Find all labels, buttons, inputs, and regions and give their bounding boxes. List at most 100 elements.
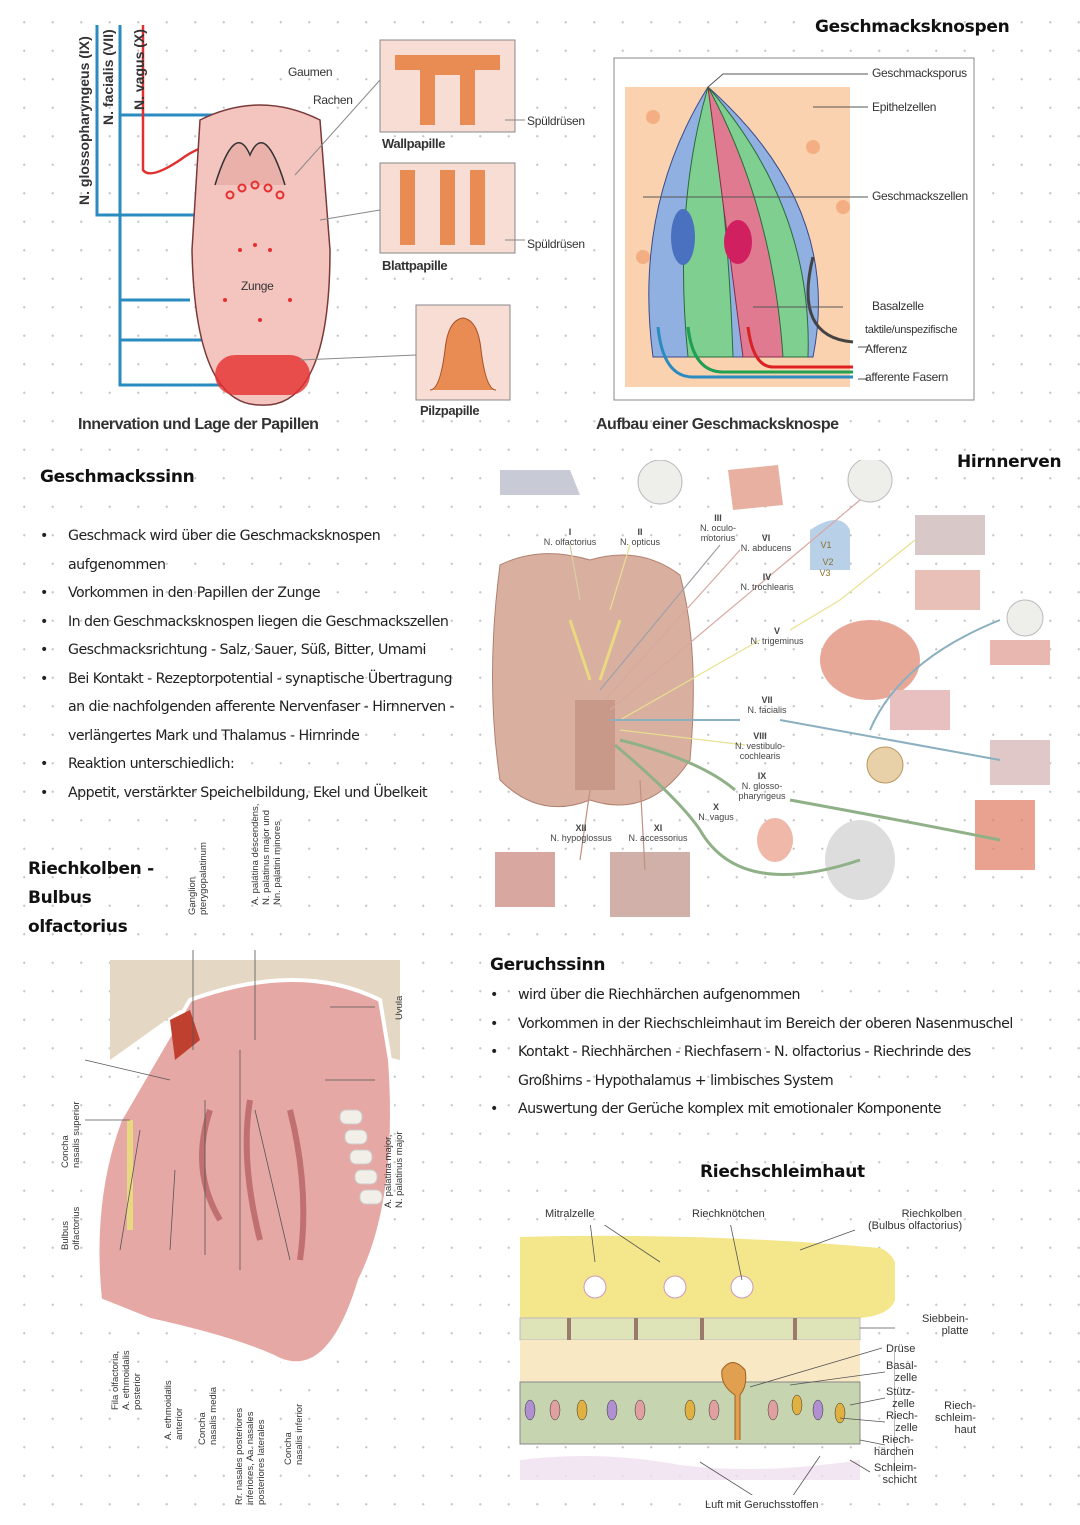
nerve-number: IX xyxy=(757,771,767,781)
nerve-number: II xyxy=(637,527,643,537)
label-mitralzelle: Mitralzelle xyxy=(545,1208,595,1220)
nerve-label-facialis: N. facialis (VII) xyxy=(100,29,116,125)
nerve-name: N. trochlearis xyxy=(740,582,794,592)
taste-bullet-list: Geschmack wird über die Geschmacksknospe… xyxy=(40,522,465,807)
nerve-name: N. olfactorius xyxy=(543,537,597,547)
title-riechschleimhaut: Riechschleimhaut xyxy=(700,1162,865,1182)
label-concha-superior: Concha nasalis superior xyxy=(60,1101,82,1168)
list-item: wird über die Riechhärchen aufgenommen xyxy=(490,981,1020,1010)
nerve-name: N. abducens xyxy=(740,543,792,553)
heading-line: olfactorius xyxy=(28,917,128,937)
nerve-name: N. facialis xyxy=(747,705,787,715)
nerve-name: N. oculo- motorius xyxy=(699,523,737,543)
taste-bud-illustration xyxy=(613,57,975,401)
label-basalzelle: Basal- zelle xyxy=(886,1360,918,1384)
label-gaumen: Gaumen xyxy=(288,65,333,79)
nerve-number: III xyxy=(714,513,722,523)
list-item: Reaktion unterschiedlich: xyxy=(40,750,465,779)
list-item: Kontakt - Riechhärchen - Riechfasern - N… xyxy=(490,1038,1020,1095)
heading-line: Riechkolben - xyxy=(28,859,154,879)
nerve-label-vagus: N. vagus (X) xyxy=(131,29,147,110)
nerve-number: XI xyxy=(653,823,663,833)
list-item: Geschmacksrichtung - Salz, Sauer, Süß, B… xyxy=(40,636,465,665)
heading-geschmackssinn: Geschmackssinn xyxy=(40,467,195,487)
label-stuetzzelle: Stütz- zelle xyxy=(886,1386,915,1410)
nerve-name: N. hypoglossus xyxy=(550,833,612,843)
label-riechknoetchen: Riechknötchen xyxy=(692,1208,765,1220)
label-luft: Luft mit Geruchsstoffen xyxy=(705,1499,819,1511)
nasal-cavity-illustration xyxy=(85,950,400,1366)
caption-innervation: Innervation und Lage der Papillen xyxy=(78,416,319,433)
caption-geschmacksknospe: Aufbau einer Geschmacksknospe xyxy=(596,416,839,433)
label-concha-inferior: Concha nasalis inferior xyxy=(283,1403,305,1465)
label-zunge: Zunge xyxy=(241,279,274,293)
label-afferente-fasern: afferente Fasern xyxy=(865,370,949,384)
nerve-number: V xyxy=(773,626,781,636)
nerve-number: IV xyxy=(762,572,772,582)
heading-line: Bulbus xyxy=(28,888,92,908)
label-riechhaerchen: Riech- härchen xyxy=(874,1434,914,1458)
label-basalzelle: Basalzelle xyxy=(872,299,924,313)
label-spueldruesen-1: Spüldrüsen xyxy=(527,114,585,128)
nerve-number: XII xyxy=(575,823,587,833)
label-riechkolben: Riechkolben (Bulbus olfactorius) xyxy=(868,1208,963,1232)
list-item: Geschmack wird über die Geschmacksknospe… xyxy=(40,522,465,579)
label-ganglion: Ganglion pterygopalatinum xyxy=(187,842,209,915)
label-druese: Drüse xyxy=(886,1343,916,1355)
label-ethmoidalis-anterior: A. ethmoidalis anterior xyxy=(163,1380,185,1440)
list-item: Auswertung der Gerüche komplex mit emoti… xyxy=(490,1095,1020,1124)
label-siebbeinplatte: Siebbein- platte xyxy=(922,1313,969,1337)
title-hirnnerven: Hirnnerven xyxy=(957,452,1062,472)
list-item: Bei Kontakt - Rezeptorpotential - synapt… xyxy=(40,665,465,751)
list-item: Appetit, verstärkter Speichelbildung, Ek… xyxy=(40,779,465,808)
smell-bullet-list: wird über die Riechhärchen aufgenommen V… xyxy=(490,981,1020,1124)
label-v3: V3 xyxy=(819,568,831,578)
nerve-name: N. glosso- pharyngeus xyxy=(738,781,786,801)
nerve-name: N. opticus xyxy=(619,537,661,547)
nerve-number: X xyxy=(712,802,719,812)
nerve-number: VIII xyxy=(753,731,767,741)
nerve-number: I xyxy=(568,527,572,537)
label-taktile: taktile/unspezifische xyxy=(865,324,958,336)
list-item: In den Geschmacksknospen liegen die Gesc… xyxy=(40,608,465,637)
nerve-name: N. vestibulo- cochlearis xyxy=(734,741,786,761)
label-palatina-major: A. palatina major, N. palatinus major xyxy=(383,1131,405,1208)
title-geschmacksknospen: Geschmacksknospen xyxy=(815,17,1010,37)
label-pilzpapille: Pilzpapille xyxy=(420,403,480,418)
label-palatina-descendens: A. palatina descendens, N. palatinus maj… xyxy=(250,803,283,905)
label-bulbus: Bulbus olfactorius xyxy=(60,1206,82,1250)
label-v2: V2 xyxy=(822,557,834,567)
list-item: Vorkommen in den Papillen der Zunge xyxy=(40,579,465,608)
label-afferenz: Afferenz xyxy=(865,342,908,356)
tongue-illustration xyxy=(95,25,525,406)
heading-riechkolben: Riechkolben - Bulbus olfactorius xyxy=(28,855,154,942)
label-riechzelle: Riech- zelle xyxy=(886,1410,918,1434)
label-rr-nasales: Rr. nasales posteriores inferiores, Aa. … xyxy=(234,1407,267,1505)
heading-geruchssinn: Geruchssinn xyxy=(490,955,606,975)
label-geschmacksporus: Geschmacksporus xyxy=(872,66,967,80)
label-rachen: Rachen xyxy=(313,93,353,107)
label-fila-olfactoria: Fila olfactoria, A. ethmoidalis posterio… xyxy=(110,1350,143,1410)
nerve-name: N. vagus xyxy=(698,812,734,822)
list-item: Vorkommen in der Riechschleimhaut im Ber… xyxy=(490,1010,1020,1039)
label-geschmackszellen: Geschmackszellen xyxy=(872,189,968,203)
label-uvula: Uvula xyxy=(394,995,405,1020)
brain-illustration xyxy=(492,460,1050,917)
nerve-number: VI xyxy=(761,533,771,543)
label-epithelzellen: Epithelzellen xyxy=(872,100,937,114)
label-schleimschicht: Schleim- schicht xyxy=(874,1462,917,1486)
label-concha-media: Concha nasalis media xyxy=(197,1386,219,1445)
label-spueldruesen-2: Spüldrüsen xyxy=(527,237,585,251)
